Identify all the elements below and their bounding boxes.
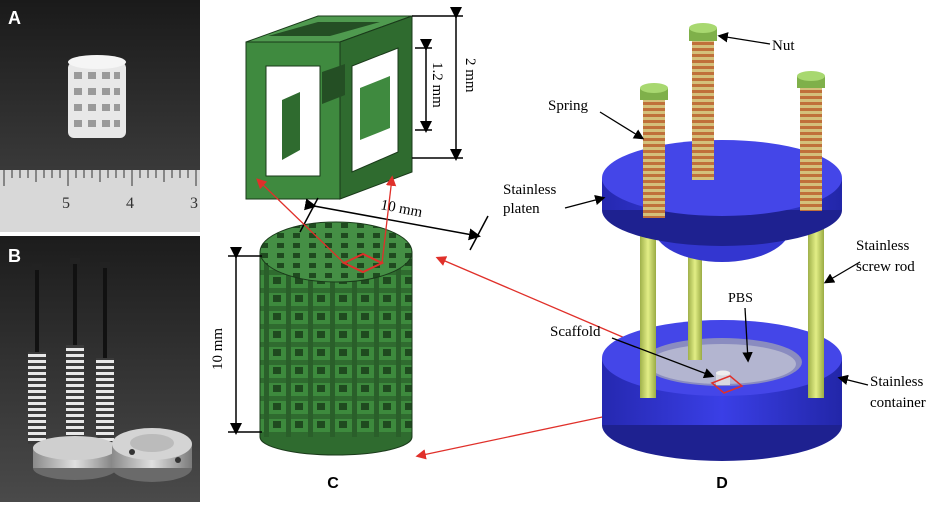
- panel-label-b: B: [8, 246, 21, 266]
- diameter-dimension-lines: [299, 197, 489, 251]
- ruler-label-5: 5: [62, 195, 70, 212]
- panel-d-device-schematic: Nut Spring Stainless platen Stainless sc…: [503, 23, 926, 492]
- ruler-label-4: 4: [126, 195, 134, 212]
- panel-a-photo: 5 4 3 A: [0, 0, 200, 232]
- panel-label-a: A: [8, 8, 21, 28]
- spring-right: [800, 86, 822, 211]
- label-nut: Nut: [772, 38, 795, 54]
- label-rod-line1: Stainless: [856, 238, 909, 254]
- panel-label-c: C: [327, 475, 339, 492]
- height-dimension-lines: [228, 247, 262, 435]
- ruler-label-3: 3: [190, 195, 198, 212]
- label-platen-line1: Stainless: [503, 182, 556, 198]
- panel-c-cad: 2 mm 1.2 mm 10 mm 10 mm C: [210, 7, 489, 492]
- spring-left: [643, 98, 665, 218]
- scaffold-diameter-label: 10 mm: [379, 197, 424, 221]
- printed-scaffold-photo: [68, 55, 126, 138]
- leader-arrows: [564, 32, 869, 386]
- screw-rod-right: [808, 222, 824, 398]
- label-container-line1: Stainless: [870, 374, 923, 390]
- scaffold-height-label: 10 mm: [210, 328, 226, 370]
- panel-label-d: D: [716, 475, 728, 492]
- scaffold-cylinder-model: [259, 221, 413, 456]
- label-scaffold: Scaffold: [550, 324, 601, 340]
- label-container-line2: container: [870, 395, 926, 411]
- label-rod-line2: screw rod: [856, 259, 915, 275]
- cube-outer-dimension: 2 mm: [462, 58, 478, 93]
- nuts: [640, 23, 825, 100]
- screw-rod-left: [640, 222, 656, 398]
- unit-cell-cube: [245, 15, 413, 200]
- label-platen-line2: platen: [503, 201, 540, 217]
- screw-rod-back: [688, 250, 702, 360]
- cube-inner-dimension: 1.2 mm: [429, 62, 445, 108]
- label-pbs: PBS: [728, 291, 753, 306]
- spring-photo: [28, 352, 46, 444]
- label-spring: Spring: [548, 98, 589, 114]
- spring-center: [692, 40, 714, 180]
- stainless-container: [602, 320, 842, 461]
- panel-b-photo: B: [0, 236, 200, 502]
- cube-dimension-lines: [412, 7, 463, 161]
